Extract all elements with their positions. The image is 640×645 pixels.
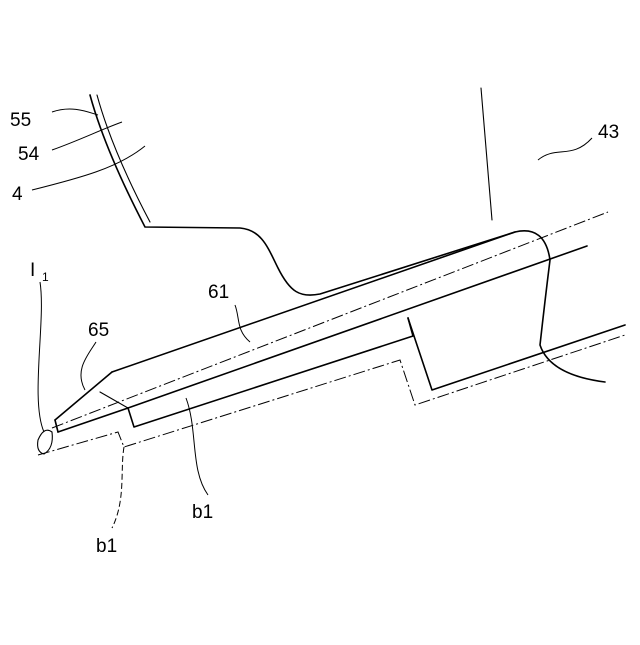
leader-4 — [32, 146, 145, 190]
label-I-subscript: 1 — [42, 270, 49, 284]
label-43: 43 — [598, 122, 619, 143]
blade-lower-edge — [58, 246, 587, 432]
leader-43 — [538, 138, 592, 160]
label-4: 4 — [12, 184, 23, 205]
label-54: 54 — [18, 144, 40, 165]
leader-61 — [235, 305, 250, 342]
leader-65 — [81, 342, 96, 390]
blade-inner-edge — [100, 392, 128, 408]
label-b1-inner: b1 — [192, 502, 213, 523]
leader-55 — [52, 109, 98, 115]
centerline-upper — [52, 212, 608, 428]
label-61: 61 — [208, 282, 229, 303]
leader-I — [38, 282, 44, 432]
leader-54 — [52, 122, 122, 150]
vertical-reference-line — [481, 88, 492, 220]
wall-inner-line — [97, 95, 150, 222]
b1-chain-outline — [38, 335, 625, 455]
leader-b1-outer — [112, 447, 124, 528]
blade-tip-edge — [55, 372, 112, 420]
blade-upper-edge — [112, 231, 605, 382]
lower-block-solid — [128, 318, 413, 427]
label-65: 65 — [88, 320, 109, 341]
leader-b1-inner — [186, 398, 208, 495]
tip-detail — [38, 430, 53, 454]
wall-outer-line — [90, 95, 515, 295]
label-b1-outer: b1 — [96, 536, 117, 557]
label-I: I — [30, 260, 35, 281]
label-55: 55 — [10, 110, 31, 131]
